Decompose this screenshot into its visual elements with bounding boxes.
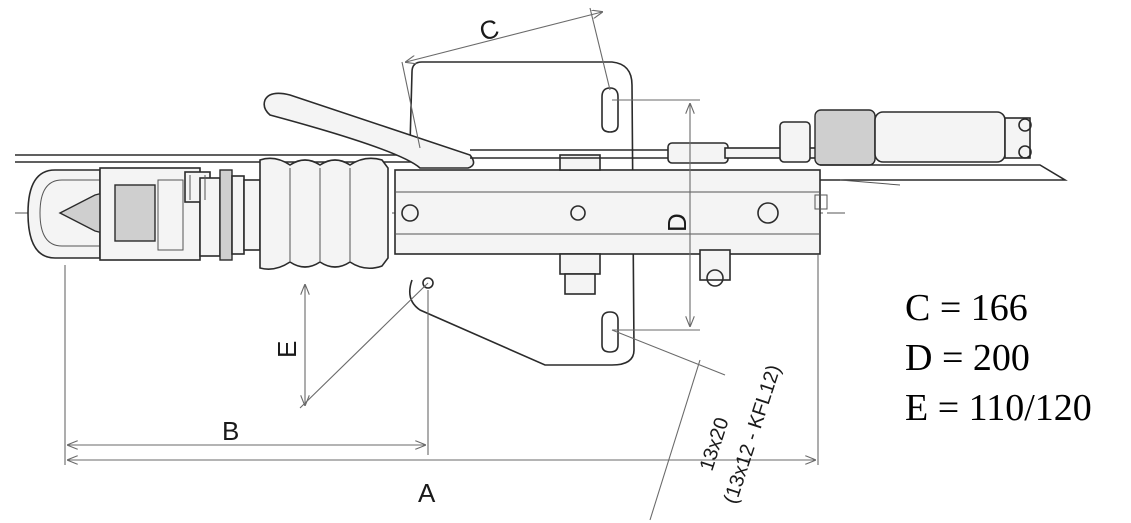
- coupling-head: [27, 167, 221, 261]
- legend-e: E = 110/120: [905, 387, 1092, 429]
- dim-letter-b: B: [222, 416, 239, 446]
- dimension-a: [68, 255, 819, 465]
- hole-size-primary: 13x20: [696, 415, 734, 474]
- legend-c: C = 166: [905, 287, 1028, 329]
- dim-letter-a: A: [418, 478, 436, 508]
- dimension-c: [401, 7, 611, 149]
- dim-letter-c: C: [476, 13, 502, 47]
- dimension-e: [299, 282, 429, 409]
- bellows: [219, 157, 389, 270]
- gas-spring: [724, 109, 1068, 186]
- handbrake-lever: [263, 92, 729, 169]
- housing: [394, 154, 828, 295]
- dimension-b: [64, 265, 429, 465]
- dimension-legend: C = 166 D = 200 E = 110/120: [905, 287, 1092, 429]
- hole-callout: [611, 329, 726, 521]
- dimension-d: [612, 99, 700, 331]
- legend-d: D = 200: [905, 337, 1030, 379]
- hole-size-alternate: (13x12 - KFL12): [720, 362, 786, 506]
- dim-letter-e: E: [272, 341, 302, 358]
- dim-letter-d: D: [662, 213, 692, 232]
